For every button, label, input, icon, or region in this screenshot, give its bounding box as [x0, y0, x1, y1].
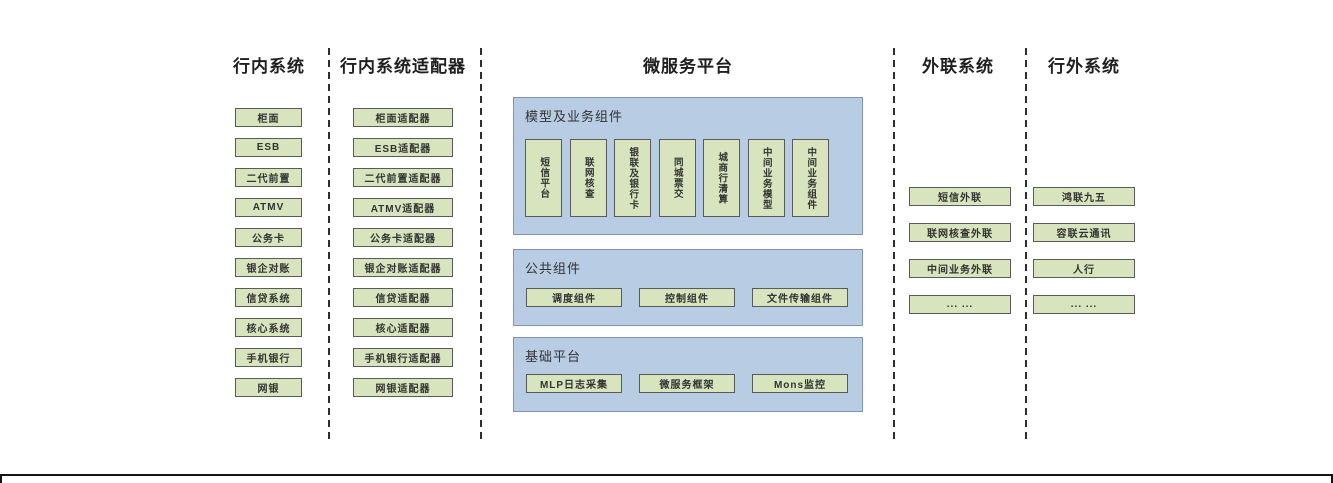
- divider-line-3: [893, 48, 895, 441]
- panel-common-title: 公共组件: [525, 261, 582, 276]
- adapter-box: 网银适配器: [353, 378, 453, 397]
- system-box: 柜面: [235, 108, 302, 127]
- component-box: 城商行清算: [703, 139, 740, 217]
- adapter-box: 核心适配器: [353, 318, 453, 337]
- microservice-platform-title: 微服务平台: [643, 57, 733, 76]
- model-components-list: 短信平台联网核查银联及银行卡同城票交城商行清算中间业务模型中间业务组件: [525, 139, 829, 217]
- component-box: 中间业务组件: [792, 139, 829, 217]
- divider-line-1: [328, 48, 330, 441]
- external-box: ... ...: [1033, 295, 1135, 314]
- system-box: ESB: [235, 138, 302, 157]
- outreach-box: 短信外联: [909, 187, 1011, 206]
- component-box: 中间业务模型: [747, 139, 785, 217]
- adapter-box: 公务卡适配器: [353, 228, 453, 247]
- external-box: 鸿联九五: [1033, 187, 1135, 206]
- external-systems-list: 鸿联九五容联云通讯人行 ... ...: [1033, 187, 1135, 331]
- adapter-box: 手机银行适配器: [353, 348, 453, 367]
- adapter-box: 银企对账适配器: [353, 258, 453, 277]
- outreach-box: 中间业务外联: [909, 259, 1011, 278]
- component-box: 联网核查: [569, 139, 607, 217]
- component-box: MLP日志采集: [526, 374, 622, 393]
- component-box: 文件传输组件: [752, 288, 848, 307]
- system-box: 网银: [235, 378, 302, 397]
- component-box: 银联及银行卡: [614, 139, 651, 217]
- internal-adapters-list: 柜面适配器 ESB适配器二代前置适配器 ATMV适配器公务卡适配器银企对账适配器信贷…: [353, 108, 453, 408]
- outreach-box: ... ...: [909, 295, 1011, 314]
- common-components-list: 调度组件控制组件文件传输组件: [526, 288, 848, 307]
- panel-model-title: 模型及业务组件: [525, 109, 624, 124]
- internal-systems-list: 柜面 ESB 二代前置 ATMV 公务卡银企对账信贷系统核心系统手机银行网银: [235, 108, 302, 408]
- component-box: 同城票交: [658, 139, 696, 217]
- base-platform-list: MLP日志采集微服务框架 Mons监控: [526, 374, 848, 393]
- outreach-systems-title: 外联系统: [922, 57, 994, 76]
- system-box: 公务卡: [235, 228, 302, 247]
- system-box: ATMV: [235, 198, 302, 217]
- system-box: 银企对账: [235, 258, 302, 277]
- component-box: 控制组件: [639, 288, 735, 307]
- adapter-box: 二代前置适配器: [353, 168, 453, 187]
- panel-model-business-components: 模型及业务组件 短信平台联网核查银联及银行卡同城票交城商行清算中间业务模型中间业…: [513, 97, 863, 235]
- panel-base-platform: 基础平台 MLP日志采集微服务框架 Mons监控: [513, 337, 863, 412]
- adapter-box: 信贷适配器: [353, 288, 453, 307]
- external-systems-title: 行外系统: [1048, 57, 1120, 76]
- bottom-frame-line: [0, 474, 1333, 476]
- internal-systems-title: 行内系统: [233, 57, 305, 76]
- panel-common-components: 公共组件 调度组件控制组件文件传输组件: [513, 249, 863, 326]
- system-box: 核心系统: [235, 318, 302, 337]
- divider-line-4: [1025, 48, 1027, 441]
- internal-adapters-title: 行内系统适配器: [340, 57, 466, 76]
- bottom-frame-left-corner: [0, 474, 2, 483]
- divider-line-2: [480, 48, 482, 441]
- system-box: 二代前置: [235, 168, 302, 187]
- external-box: 容联云通讯: [1033, 223, 1135, 242]
- bottom-frame-right-corner: [1331, 474, 1333, 483]
- external-box: 人行: [1033, 259, 1135, 278]
- system-box: 手机银行: [235, 348, 302, 367]
- adapter-box: 柜面适配器: [353, 108, 453, 127]
- adapter-box: ATMV适配器: [353, 198, 453, 217]
- component-box: 微服务框架: [639, 374, 735, 393]
- component-box: Mons监控: [752, 374, 848, 393]
- outreach-box: 联网核查外联: [909, 223, 1011, 242]
- component-box: 短信平台: [525, 139, 562, 217]
- panel-base-title: 基础平台: [525, 349, 582, 364]
- outreach-systems-list: 短信外联联网核查外联中间业务外联 ... ...: [909, 187, 1011, 331]
- system-box: 信贷系统: [235, 288, 302, 307]
- component-box: 调度组件: [526, 288, 622, 307]
- adapter-box: ESB适配器: [353, 138, 453, 157]
